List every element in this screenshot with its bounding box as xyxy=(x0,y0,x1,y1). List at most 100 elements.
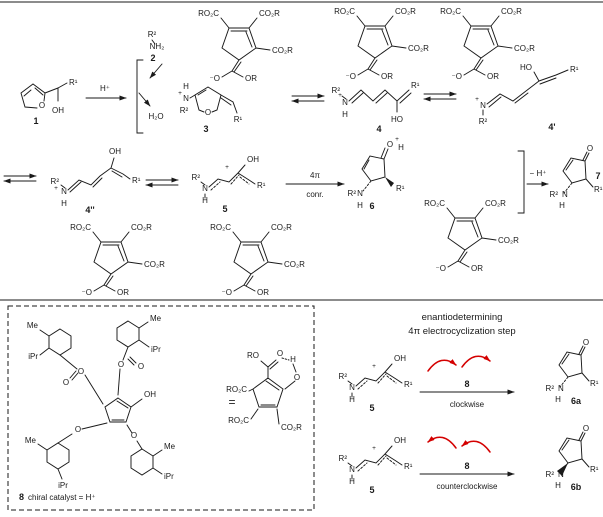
minus-h-plus-label: − H⁺ xyxy=(530,169,547,178)
compound-number-6b: 6b xyxy=(571,482,582,492)
compound-3-skeleton xyxy=(189,86,238,114)
compound-number-4pp: 4'' xyxy=(85,205,94,215)
catalyst-caption: 8 chiral catalyst = H⁺ xyxy=(19,492,96,502)
h-label: H xyxy=(342,110,348,119)
ring-o-label: O xyxy=(205,108,211,117)
ester-o-label: O xyxy=(78,367,84,376)
ipr-label: iPr xyxy=(58,481,68,490)
r2-label: R² xyxy=(51,177,60,186)
me-label: Me xyxy=(164,442,176,451)
panel-title-line1: enantiodetermining xyxy=(422,312,503,323)
r2-label: R² xyxy=(148,30,157,39)
furan-skeleton xyxy=(20,82,68,109)
h-label: H xyxy=(290,355,296,364)
r1-label: R¹ xyxy=(570,65,579,74)
me-label: Me xyxy=(25,436,37,445)
red-rotation-arrow xyxy=(427,435,457,449)
compound-6b-product: 6b xyxy=(545,423,600,492)
reagent-2-amine: R² NH₂ 2 H₂O xyxy=(138,30,165,121)
n-label: N xyxy=(61,187,67,196)
compound-6-oxocarbenium: O + H N R² H R¹ 6 xyxy=(348,136,405,211)
r2-label: R² xyxy=(348,189,357,198)
ester-label: RO₂C xyxy=(228,416,249,425)
amine-addition-arrow xyxy=(149,63,163,79)
n-label: N xyxy=(357,189,363,198)
compound-4-dienamine: + N H R² HO R¹ 4 xyxy=(332,81,420,134)
bold-wedge-to-n xyxy=(557,463,568,476)
catalyst-8-full-structure: Me iPr Me iPr Me iPr Me iPr O O O O O O … xyxy=(25,314,176,490)
r1-label: R¹ xyxy=(234,115,243,124)
red-rotation-arrow xyxy=(461,439,491,453)
me-label: Me xyxy=(150,314,162,323)
compound-7-product: 7 xyxy=(549,143,603,211)
catalyst-8-simplified-structure: RO O H O RO₂C RO₂C CO₂R xyxy=(226,349,302,432)
clockwise-label: clockwise xyxy=(450,400,485,409)
compound-4pp-skeleton xyxy=(60,157,131,193)
four-pi-label: 4π xyxy=(310,171,320,180)
compound-number-4p: 4' xyxy=(548,122,555,132)
deprotonation-arrow: − H⁺ xyxy=(526,169,549,187)
substituent-bonds xyxy=(37,321,163,480)
oh-label: OH xyxy=(144,390,156,399)
counterclockwise-label: counterclockwise xyxy=(437,482,498,491)
o-label: O xyxy=(387,140,393,149)
conrotatory-label: conr. xyxy=(306,190,323,199)
compound-4pp-dienol: R² N + H OH R¹ 4'' xyxy=(51,147,141,215)
ho-label: HO xyxy=(391,115,403,124)
compound-4-skeleton xyxy=(341,89,412,113)
catalyst-panel: Me iPr Me iPr Me iPr Me iPr O O O O O O … xyxy=(7,305,315,511)
n-label: N xyxy=(480,101,486,110)
ester-o-label: O xyxy=(118,360,124,369)
plus-charge: + xyxy=(395,136,399,143)
compound-number-8: 8 xyxy=(19,492,24,502)
plus-charge: + xyxy=(54,185,58,192)
bold-wedge-to-r1 xyxy=(385,177,394,187)
n-label: N xyxy=(183,94,189,103)
r1-label: R¹ xyxy=(69,78,78,87)
compound-number-6a: 6a xyxy=(571,396,582,406)
r2-label: R² xyxy=(180,106,189,115)
hashed-wedge-to-n xyxy=(362,180,372,192)
h-label: H xyxy=(398,143,404,152)
compound-4p-dienamine-isomer: + N R² HO R¹ 4' xyxy=(475,63,579,132)
simplified-skeleton xyxy=(248,359,297,425)
ester-o-label: O xyxy=(75,425,81,434)
compound-number-6: 6 xyxy=(369,201,374,211)
r1-label: R¹ xyxy=(411,81,420,90)
nh2-label: NH₂ xyxy=(150,42,165,51)
equals-sign: = xyxy=(228,395,235,409)
r2-label: R² xyxy=(332,86,341,95)
carbonyl-o-label: O xyxy=(138,362,144,371)
plus-charge: + xyxy=(475,96,479,103)
r1-label: R¹ xyxy=(132,176,141,185)
red-rotation-arrow xyxy=(461,354,491,368)
carbonyl-o-label: O xyxy=(63,378,69,387)
clockwise-row: 8 clockwise 6a xyxy=(338,337,600,414)
amine-bond xyxy=(151,39,156,45)
ipr-label: iPr xyxy=(151,345,161,354)
water-loss-arrow xyxy=(138,92,151,107)
bracket-open xyxy=(136,59,144,134)
o-label: O xyxy=(277,349,283,358)
compound-number-3: 3 xyxy=(203,124,208,134)
h-label: H xyxy=(183,82,189,91)
ro-label: RO xyxy=(247,351,259,360)
electrocyclization-arrow: 4π conr. xyxy=(285,171,345,199)
oh-label: OH xyxy=(52,106,64,115)
compound-3-aminofuran: O H N + R² R¹ 3 xyxy=(178,82,242,134)
catalyst-caption-text: chiral catalyst = H⁺ xyxy=(28,493,96,502)
protonation-arrow: H⁺ xyxy=(85,84,127,101)
electrocyclization-panel: enantiodetermining 4π electrocyclization… xyxy=(338,312,600,496)
o-label: O xyxy=(294,373,300,382)
catalyst-8-over-arrow: 8 xyxy=(464,379,469,389)
h-plus-label: H⁺ xyxy=(100,84,110,93)
mechanism-row-2: R² N + H OH R¹ 4'' 4π conr. O + H N R² H… xyxy=(4,136,603,274)
me-label: Me xyxy=(27,321,39,330)
ester-label: CO₂R xyxy=(281,423,302,432)
r2-label: R² xyxy=(479,117,488,126)
counterclockwise-row: 8 counterclockwise 6b xyxy=(338,423,600,496)
compound-1-furfuryl-alcohol: O OH R¹ 1 xyxy=(20,78,78,126)
compound-number-2: 2 xyxy=(150,53,155,63)
